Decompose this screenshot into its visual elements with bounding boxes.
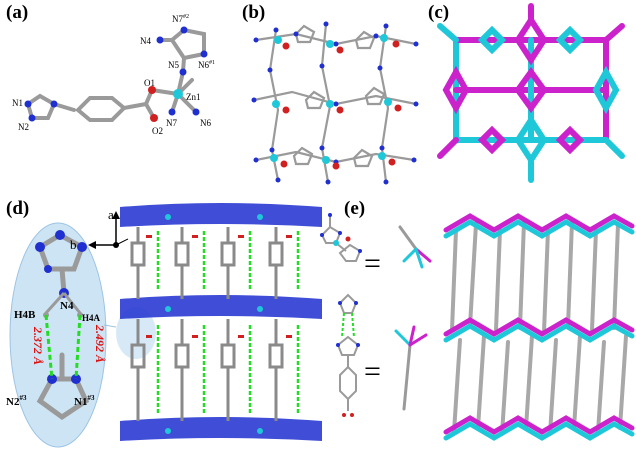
distance-label-left: 2.372 Å [31,326,45,365]
atom-label-n7: N7#2 [172,14,189,24]
atom-label-n6-bottom: N6 [200,118,211,128]
equals-sign-2: = [364,355,381,388]
equals-sign-1: = [364,247,381,280]
panel-e-pillared-net [443,213,635,441]
panel-d-hbond-packing: H4B N4 H4A N2#3 N1#3 2.372 Å 2.492 Å a b [6,203,322,448]
panel-a-asymmetric-unit: N7#2 N4 N5 N6#1 O1 Zn1 N1 N2 N7 N6 O2 [12,14,215,136]
atom-label-n2: N2 [18,122,29,132]
atom-label-n1: N1#3 [74,394,95,408]
atom-label-n4: N4 [60,300,74,312]
panel-label-d: (d) [6,198,30,219]
packing-structure [120,203,322,441]
axis-label-a: a [108,207,114,222]
panel-label-c: (c) [428,2,450,23]
atom-label-n1: N1 [12,98,23,108]
atom-label-n2: N2#3 [6,394,27,408]
panel-e-simplification: = = [320,213,432,417]
atom-label-n4: N4 [140,36,151,46]
atom-label-n7-bottom: N7 [166,118,177,128]
atom-label-o2: O2 [152,126,163,136]
axis-indicator: a b [70,207,129,252]
panel-label-e: (e) [344,198,366,219]
panel-c-topology [437,3,625,183]
atom-label-h4b: H4B [14,309,36,321]
atom-label-zn1: Zn1 [186,92,201,102]
atom-label-h4a: H4A [82,313,101,323]
panel-label-b: (b) [242,2,266,23]
panel-b-network [251,21,419,185]
distance-label-right: 2.492 Å [93,324,107,363]
axis-label-b: b [70,237,77,252]
panel-label-a: (a) [6,2,29,23]
atom-label-o1: O1 [144,78,155,88]
atom-label-n6: N6#1 [198,60,215,70]
atom-label-n5: N5 [168,60,179,70]
